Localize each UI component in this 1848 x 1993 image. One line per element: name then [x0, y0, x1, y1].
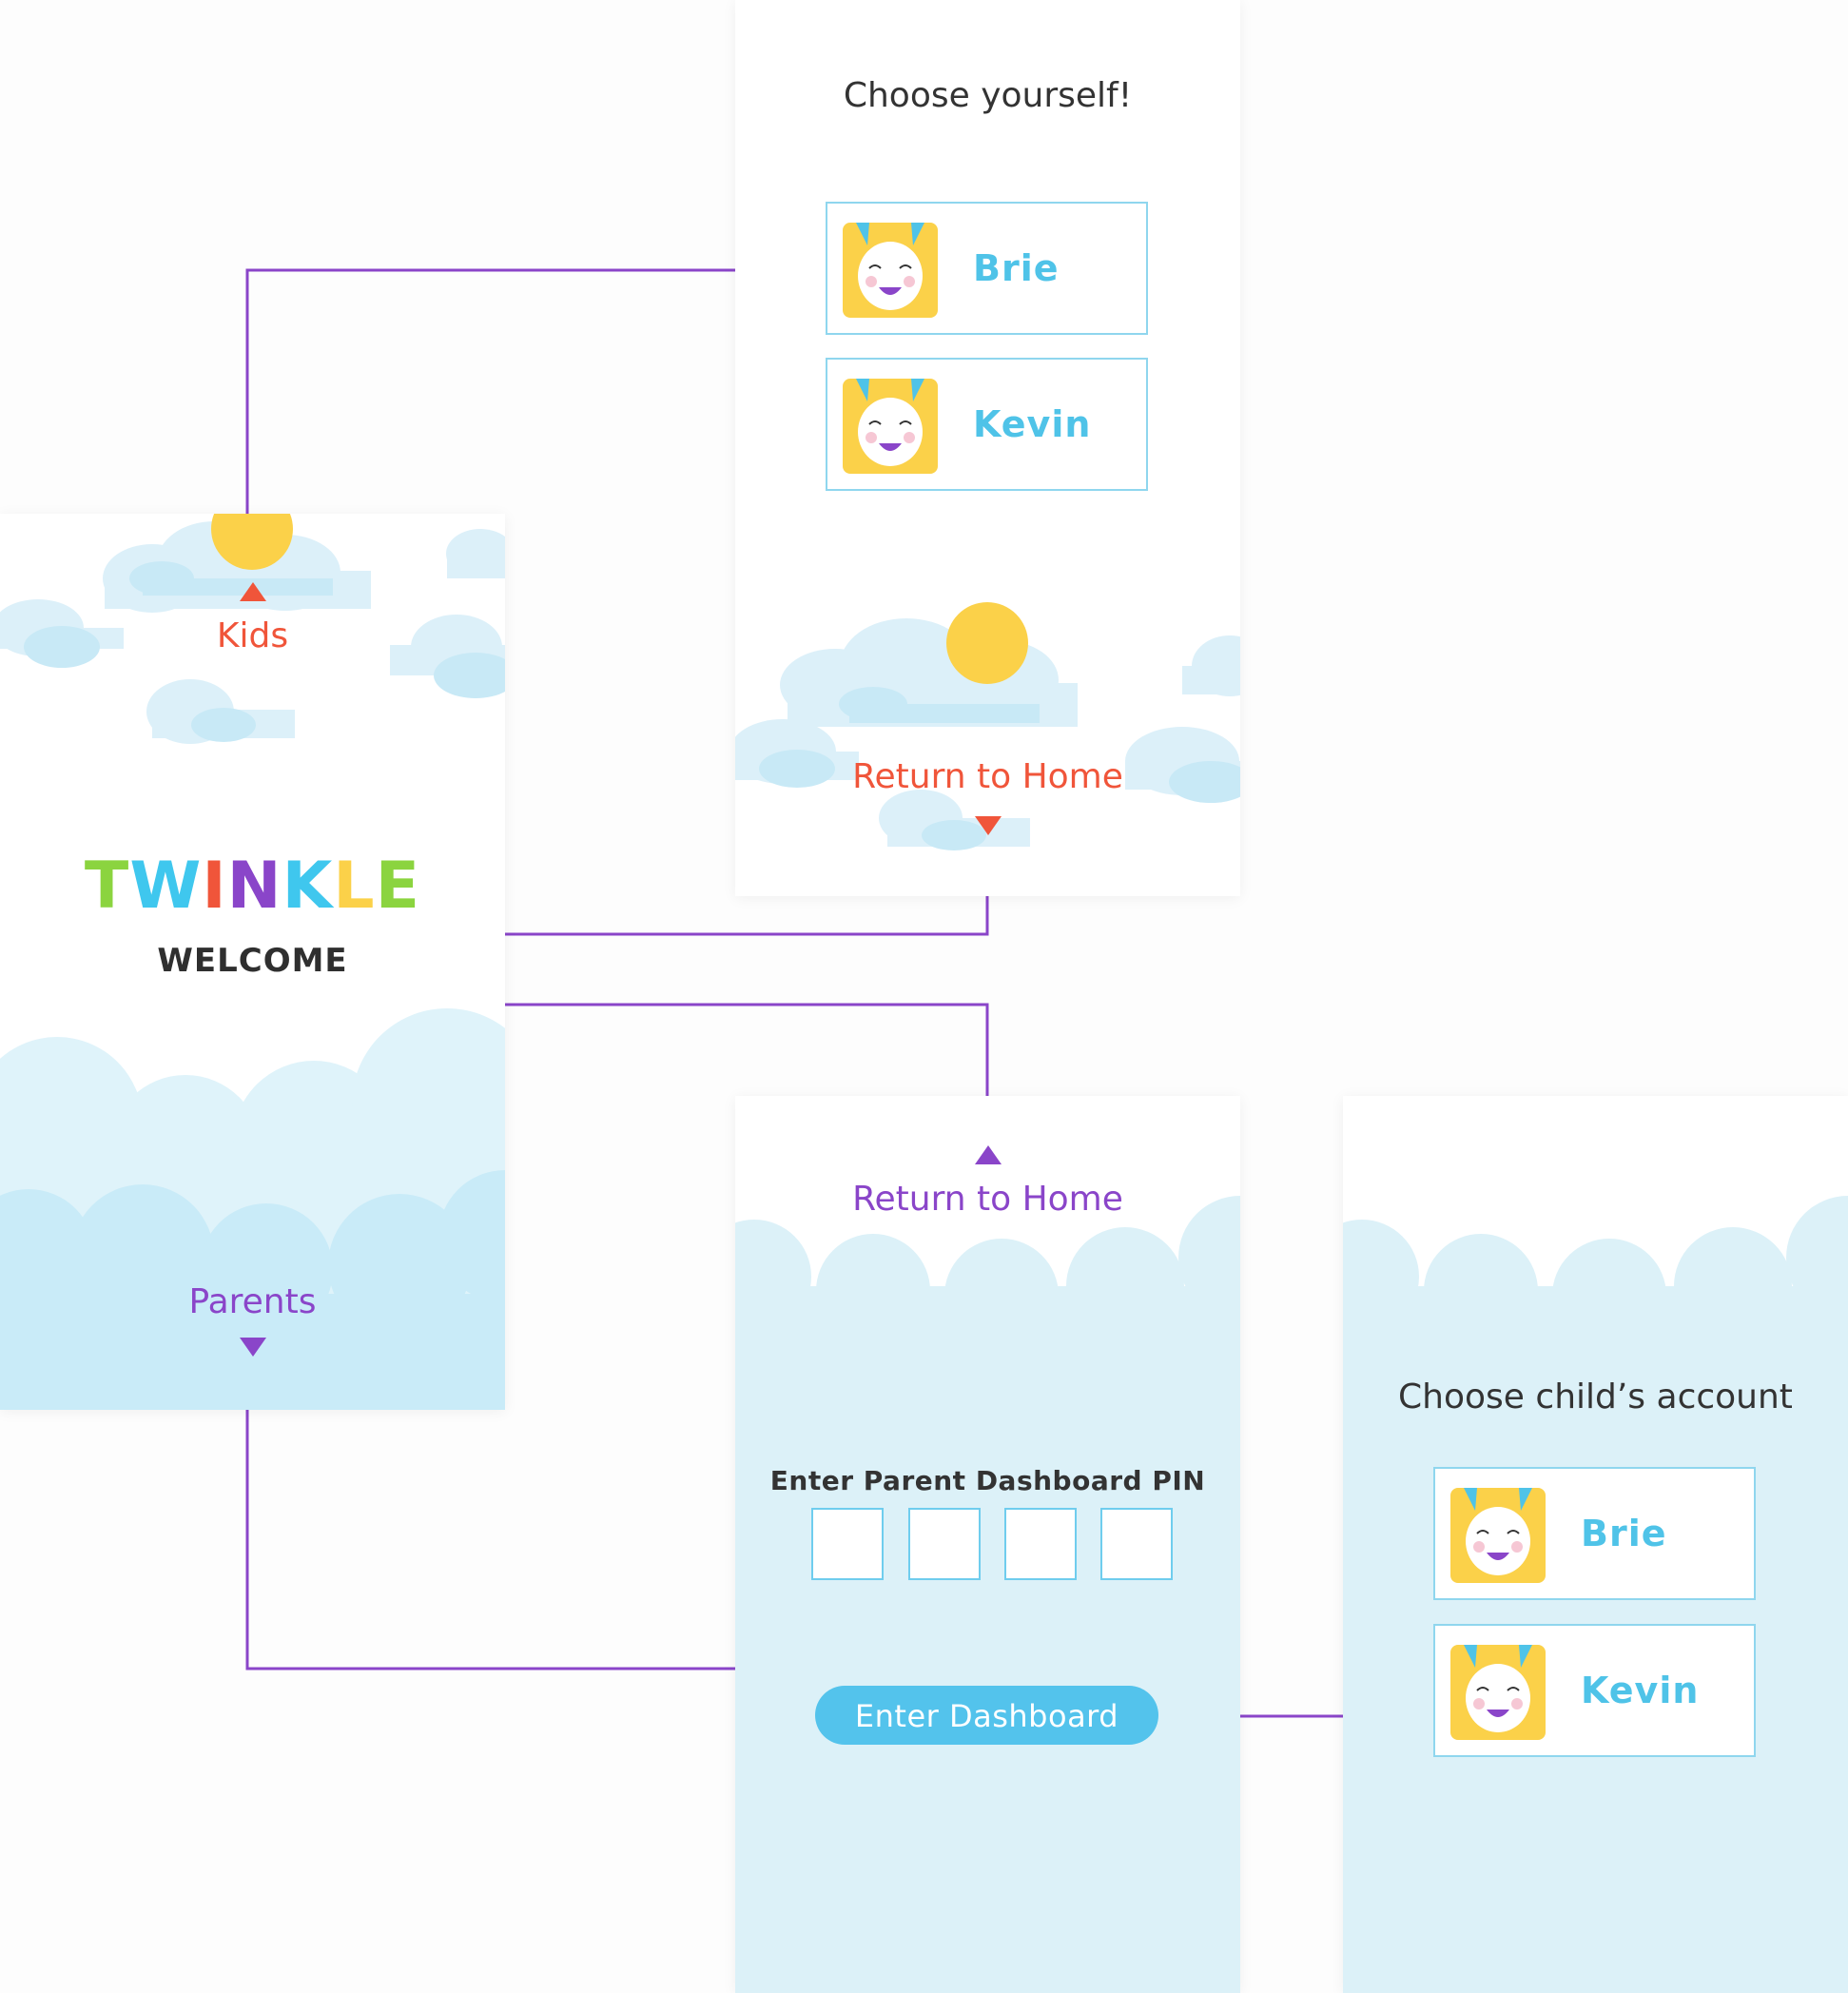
- twinkle-logo: TWINKLE: [0, 849, 505, 924]
- bunny-avatar-icon: [843, 223, 938, 318]
- connector-welcome-to-pin: [505, 1003, 989, 1096]
- profile-name: Kevin: [1581, 1670, 1700, 1711]
- kids-up-arrow-icon[interactable]: [239, 582, 266, 601]
- bunny-avatar-icon: [843, 379, 938, 474]
- logo-letter: W: [129, 849, 203, 924]
- pin-digit-1[interactable]: [811, 1508, 884, 1580]
- return-to-home-link[interactable]: Return to Home: [852, 1180, 1123, 1219]
- pin-label: Enter Parent Dashboard PIN: [769, 1465, 1206, 1496]
- connector-parents-to-pin: [245, 1410, 735, 1671]
- sky-background: [0, 514, 505, 1410]
- parents-link[interactable]: Parents: [188, 1282, 317, 1321]
- welcome-screen: Kids TWINKLE WELCOME Parents: [0, 514, 505, 1410]
- kids-profile-screen: Choose yourself! Brie: [735, 0, 1240, 896]
- parents-down-arrow-icon[interactable]: [239, 1338, 266, 1357]
- connector-return-to-welcome: [505, 896, 989, 936]
- choose-yourself-title: Choose yourself!: [843, 76, 1133, 115]
- return-to-home-link[interactable]: Return to Home: [852, 757, 1123, 796]
- profile-card-brie[interactable]: Brie: [826, 202, 1148, 335]
- bunny-avatar-icon: [1450, 1645, 1546, 1740]
- pin-digit-2[interactable]: [908, 1508, 981, 1580]
- return-up-arrow-icon[interactable]: [974, 1145, 1002, 1164]
- connector-kids-to-choose: [245, 268, 735, 514]
- logo-letter: K: [282, 849, 334, 924]
- logo-letter: I: [202, 849, 227, 924]
- pin-digit-3[interactable]: [1004, 1508, 1077, 1580]
- kids-link[interactable]: Kids: [216, 616, 289, 655]
- bunny-avatar-icon: [1450, 1488, 1546, 1583]
- pin-digit-4[interactable]: [1100, 1508, 1173, 1580]
- logo-letter: T: [84, 849, 130, 924]
- profile-card-kevin[interactable]: Kevin: [826, 358, 1148, 491]
- sky-background: [735, 602, 1240, 850]
- profile-name: Kevin: [973, 403, 1092, 445]
- child-account-screen: Choose child’s account Brie: [1343, 1096, 1848, 1993]
- choose-child-account-title: Choose child’s account: [1398, 1378, 1793, 1417]
- logo-letter: N: [226, 849, 282, 924]
- logo-letter: L: [333, 849, 376, 924]
- account-card-kevin[interactable]: Kevin: [1433, 1624, 1756, 1757]
- profile-name: Brie: [1581, 1513, 1667, 1554]
- logo-letter: E: [375, 849, 421, 924]
- parent-pin-screen: Return to Home Enter Parent Dashboard PI…: [735, 1096, 1240, 1993]
- enter-dashboard-button[interactable]: Enter Dashboard: [815, 1686, 1158, 1745]
- return-down-arrow-icon[interactable]: [974, 816, 1002, 835]
- sky-background: [735, 1196, 1240, 1993]
- welcome-heading: WELCOME: [157, 942, 348, 980]
- account-card-brie[interactable]: Brie: [1433, 1467, 1756, 1600]
- profile-name: Brie: [973, 247, 1060, 289]
